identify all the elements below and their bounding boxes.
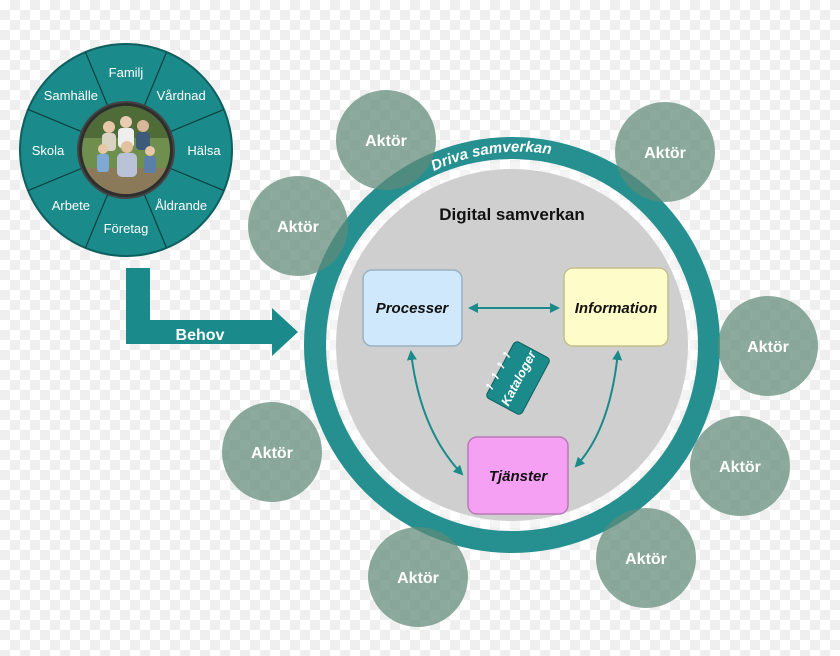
actor-label: Aktör <box>625 551 667 568</box>
behov-arrow: Behov <box>126 268 298 356</box>
arrow-information-tjanster <box>574 350 623 468</box>
actor-circle <box>690 416 790 516</box>
wheel-divider <box>143 51 168 106</box>
actor-circle <box>336 90 436 190</box>
wheel-segment-label: Vårdnad <box>157 88 206 103</box>
actor-circle <box>718 296 818 396</box>
tjanster-label: Tjänster <box>489 468 549 485</box>
actor-circle <box>222 402 322 502</box>
actor-label: Aktör <box>719 459 761 476</box>
wheel-segment-label: Arbete <box>52 198 90 213</box>
actor-label: Aktör <box>397 570 439 587</box>
information-box: Information <box>563 267 669 347</box>
wheel-segment-label: Hälsa <box>187 143 221 158</box>
actor-label: Aktör <box>747 339 789 356</box>
inner-title: Digital samverkan <box>439 205 585 224</box>
information-label: Information <box>575 300 658 317</box>
actor-label: Aktör <box>251 445 293 462</box>
actor-label: Aktör <box>365 133 407 150</box>
wheel-divider <box>170 167 225 192</box>
processer-label: Processer <box>376 300 450 317</box>
outer-ring <box>304 137 720 553</box>
tjanster-box: Tjänster <box>467 436 569 515</box>
wheel-segment-label: Åldrande <box>155 198 207 213</box>
wheel-divider <box>84 51 109 106</box>
wheel-segment-label: Företag <box>104 221 149 236</box>
behov-label: Behov <box>176 327 225 344</box>
wheel-divider <box>27 108 82 133</box>
wheel-divider <box>170 108 225 133</box>
family-photo <box>82 106 170 194</box>
actor-circle <box>368 527 468 627</box>
actor-circle <box>248 176 348 276</box>
wheel-divider <box>27 167 82 192</box>
wheel-segment-label: Skola <box>32 143 65 158</box>
wheel-segment-label: Samhälle <box>44 88 98 103</box>
arrow-processer-tjanster <box>406 350 464 476</box>
actor-label: Aktör <box>644 145 686 162</box>
processer-box: Processer <box>362 269 463 347</box>
wheel-segment-label: Familj <box>109 65 144 80</box>
wheel-divider <box>84 194 109 249</box>
actor-circle <box>615 102 715 202</box>
actor-label: Aktör <box>277 219 319 236</box>
wheel-divider <box>143 194 168 249</box>
actor-circle <box>596 508 696 608</box>
